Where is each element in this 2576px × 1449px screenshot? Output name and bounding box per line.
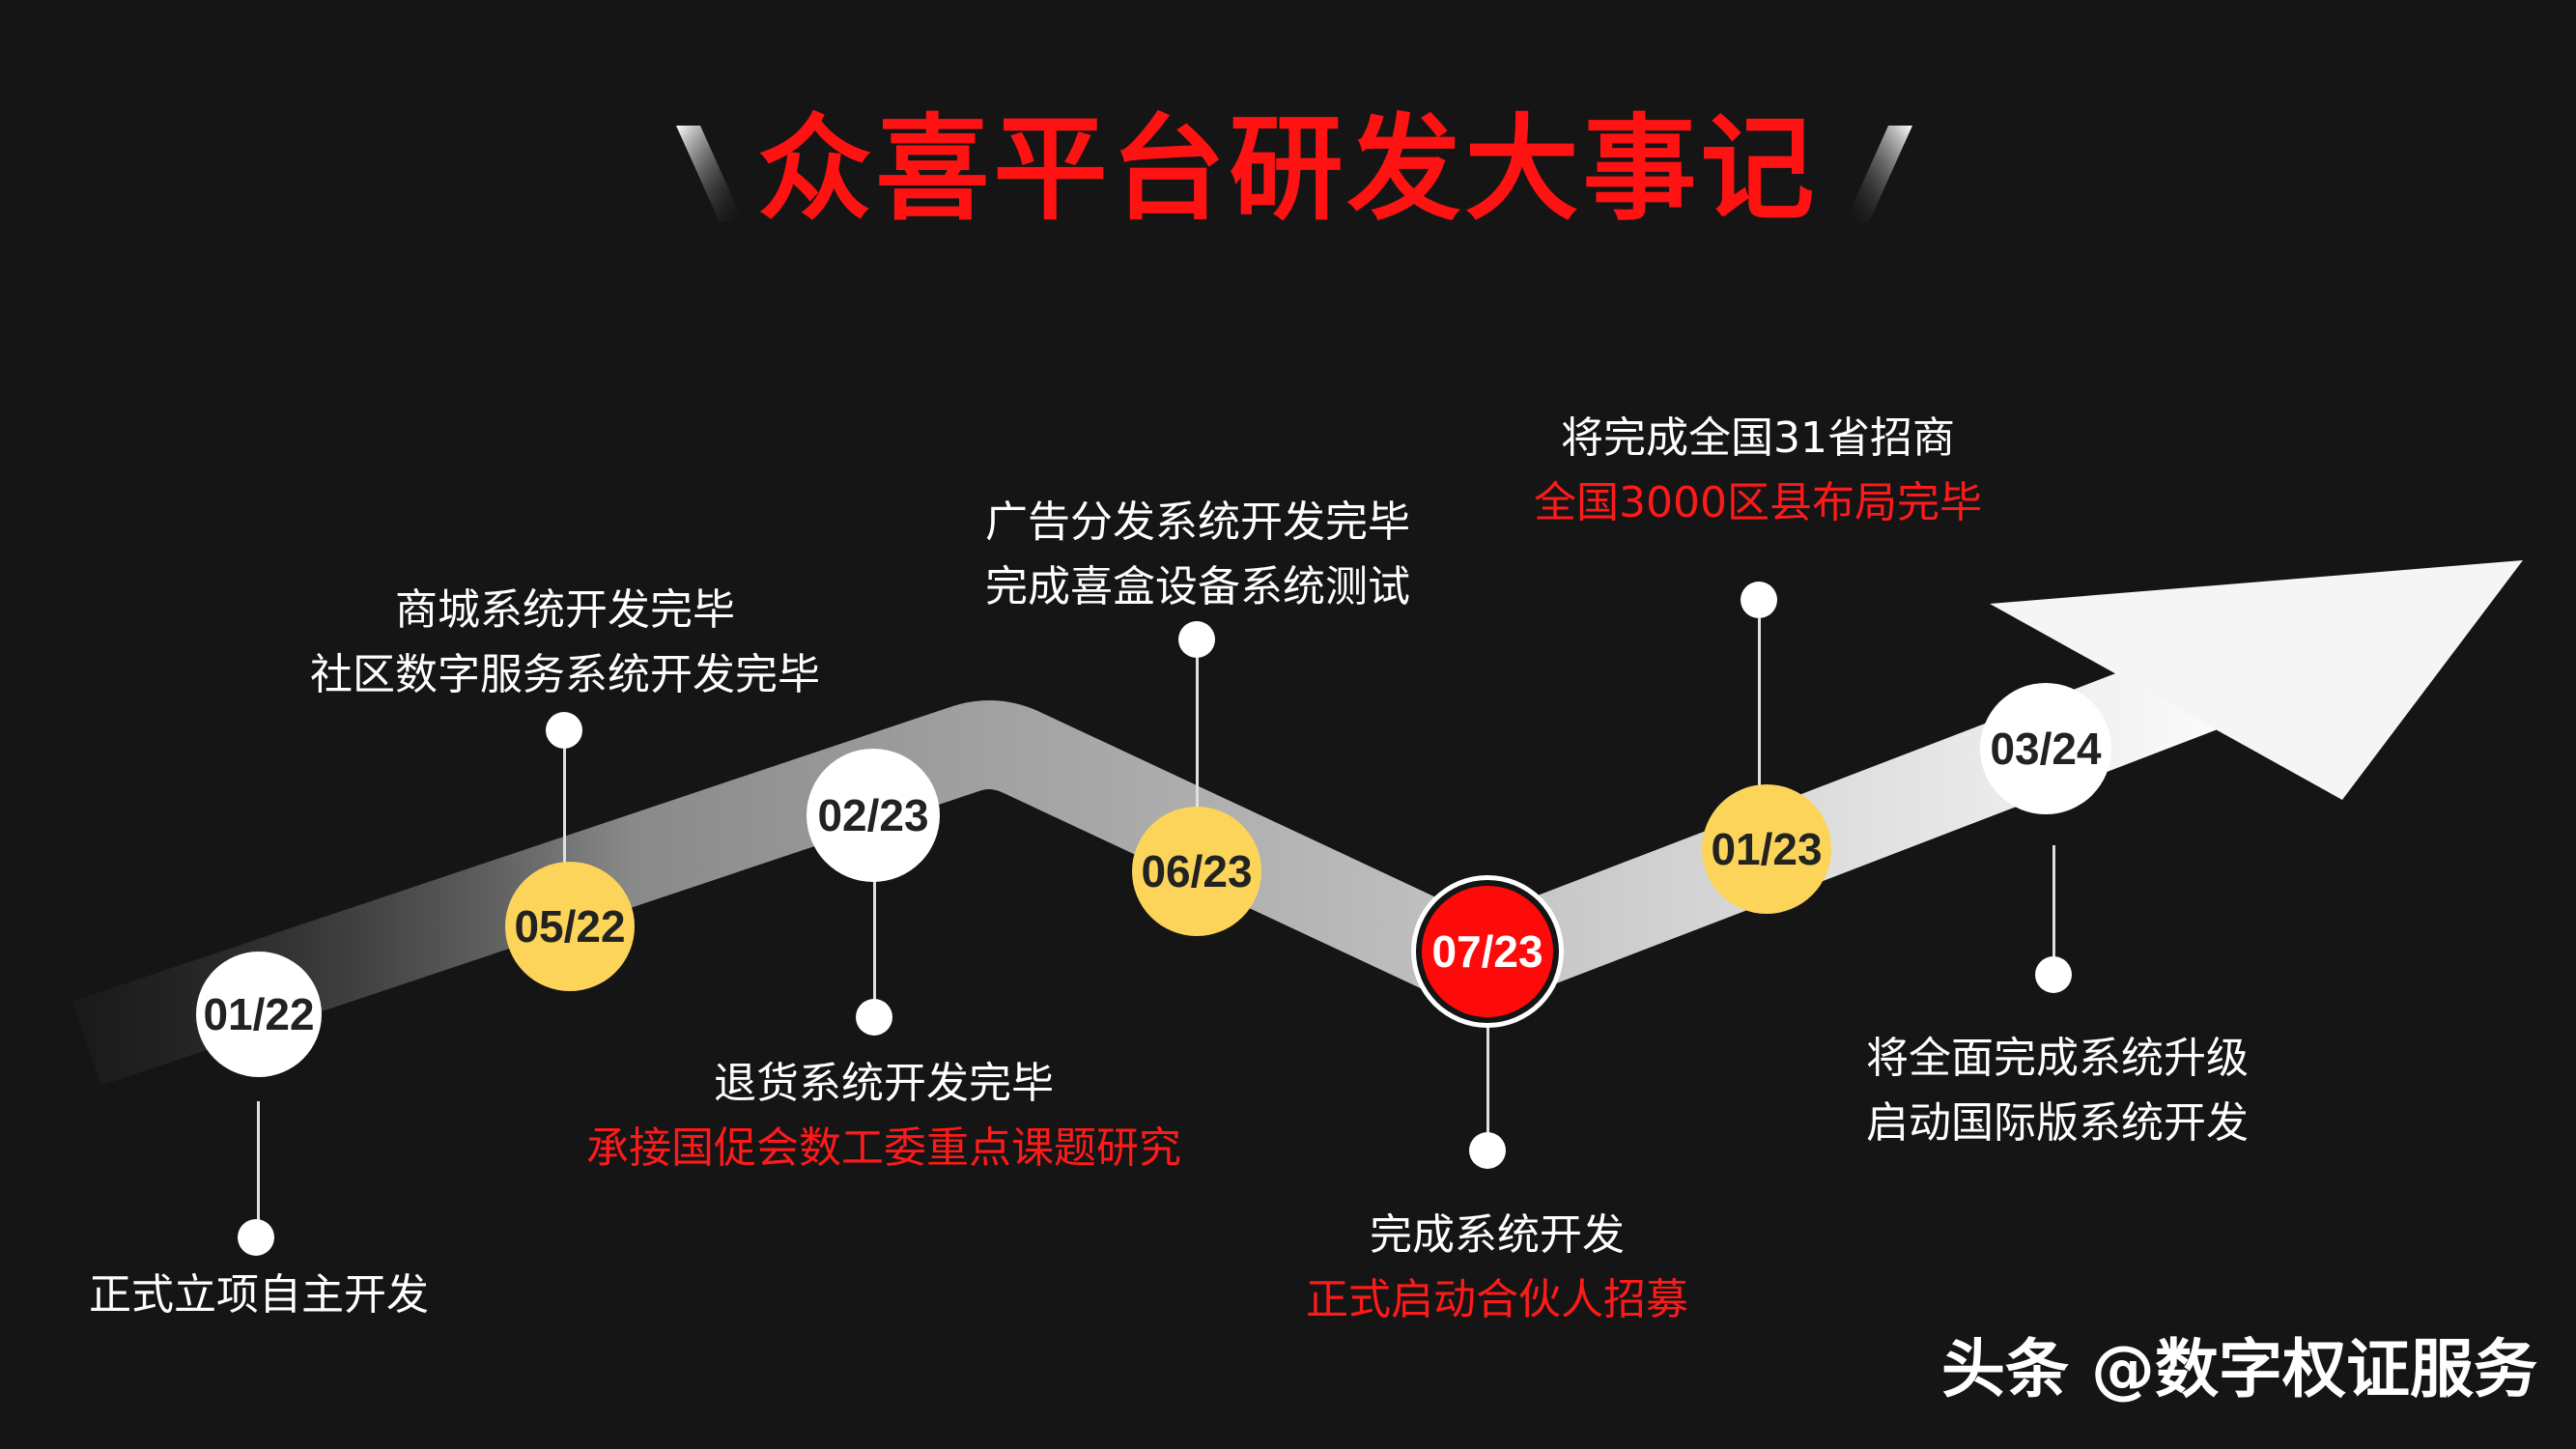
milestone-dot: [546, 712, 582, 749]
milestone-text: 完成系统开发: [1370, 1210, 1625, 1260]
milestone-stem: [873, 874, 876, 1005]
milestone-date: 01/22: [196, 952, 322, 1077]
milestone-dot: [2035, 956, 2072, 993]
milestone-label: 广告分发系统开发完毕 完成喜盒设备系统测试: [908, 490, 1487, 619]
milestone-dot: [238, 1219, 274, 1256]
milestone-text: 全国3000区县布局完毕: [1534, 478, 1982, 527]
milestone-stem: [2052, 845, 2055, 976]
milestone-label: 将完成全国31省招商 全国3000区县布局完毕: [1468, 406, 2048, 535]
milestone-text: 正式启动合伙人招募: [1306, 1275, 1688, 1324]
milestone-label: 商城系统开发完毕 社区数字服务系统开发完毕: [275, 578, 855, 707]
milestone-date: 02/23: [807, 749, 940, 882]
milestone-text: 将全面完成系统升级: [1866, 1034, 2249, 1083]
arrow-head: [1990, 560, 2523, 800]
milestone-stem: [1758, 618, 1761, 787]
milestone-stem: [563, 734, 566, 865]
milestone-date: 05/22: [505, 862, 635, 991]
milestone-text: 承接国促会数工委重点课题研究: [586, 1123, 1181, 1173]
milestone-date: 07/23: [1422, 886, 1553, 1017]
milestone-dot: [1178, 621, 1215, 658]
milestone-label: 退货系统开发完毕 承接国促会数工委重点课题研究: [546, 1051, 1222, 1180]
milestone-stem: [257, 1101, 260, 1241]
milestone-date: 03/24: [1980, 683, 2111, 814]
timeline-road: [72, 620, 2286, 1086]
milestone-text: 启动国际版系统开发: [1866, 1098, 2249, 1148]
title-slash-left: [676, 126, 744, 222]
milestone-dot: [856, 999, 892, 1036]
milestone-dot: [1741, 582, 1777, 618]
milestone-dot: [1469, 1132, 1506, 1169]
milestone-date: 06/23: [1132, 807, 1261, 936]
milestone-text: 商城系统开发完毕: [395, 585, 735, 635]
milestone-stem: [1486, 1019, 1489, 1154]
page-title: 众喜平台研发大事记: [757, 102, 1819, 236]
title-slash-right: [1845, 126, 1912, 222]
milestone-date: 01/23: [1702, 784, 1831, 914]
milestone-text: 广告分发系统开发完毕: [985, 497, 1410, 547]
milestone-stem: [1196, 647, 1199, 811]
watermark: 头条 @数字权证服务: [1941, 1332, 2537, 1406]
milestone-text: 退货系统开发完毕: [714, 1059, 1054, 1108]
milestone-text: 完成喜盒设备系统测试: [985, 562, 1410, 611]
milestone-label: 将全面完成系统升级 启动国际版系统开发: [1768, 1026, 2347, 1155]
milestone-label: 完成系统开发 正式启动合伙人招募: [1207, 1203, 1787, 1332]
milestone-label: 正式立项自主开发: [66, 1263, 452, 1327]
milestone-text: 社区数字服务系统开发完毕: [310, 650, 820, 699]
milestone-text: 正式立项自主开发: [89, 1270, 429, 1320]
milestone-text: 将完成全国31省招商: [1561, 413, 1955, 463]
